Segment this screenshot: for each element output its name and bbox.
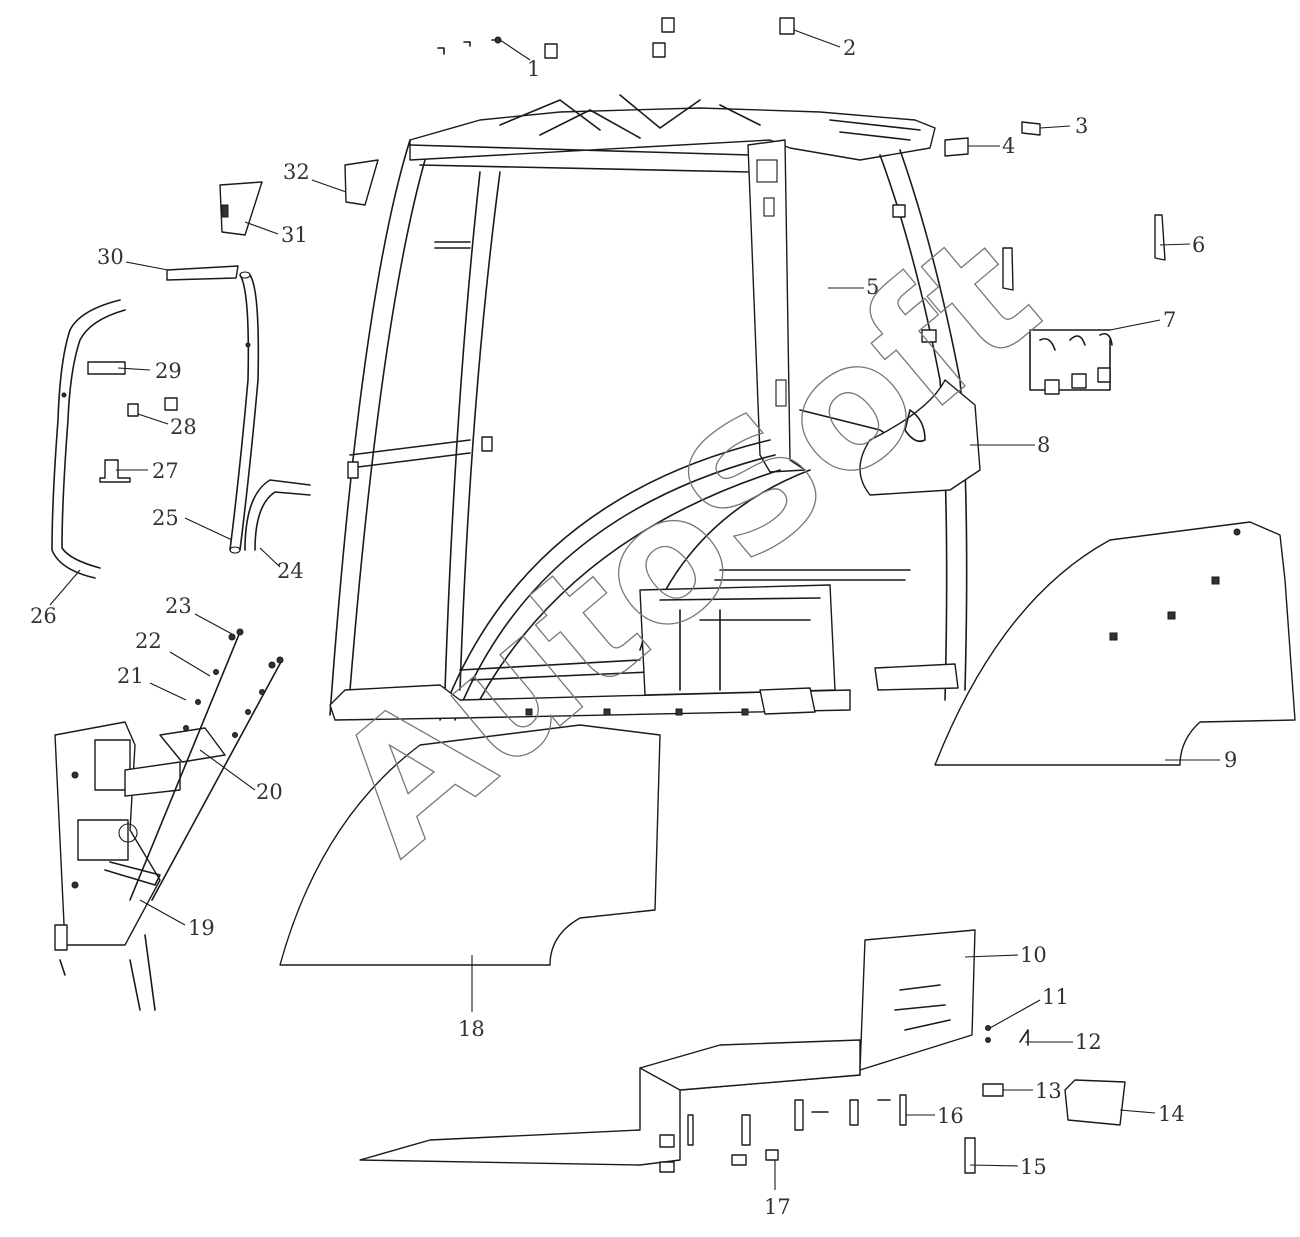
part-8-rear-fender (859, 379, 981, 496)
part-24-curved-pipe (244, 479, 311, 551)
part-9-right-glass (934, 521, 1296, 766)
bolts-21-22-23 (129, 628, 284, 901)
callout-16: 16 (937, 1104, 964, 1128)
callout-9: 9 (1224, 748, 1237, 772)
callout-3: 3 (1075, 114, 1088, 138)
callout-11: 11 (1042, 985, 1069, 1009)
leader-lines (49, 29, 1220, 1190)
callout-5: 5 (866, 275, 879, 299)
callout-12: 12 (1075, 1030, 1102, 1054)
callout-19: 19 (188, 916, 215, 940)
callout-14: 14 (1158, 1102, 1185, 1126)
callout-18: 18 (458, 1017, 485, 1041)
callout-numbers: 1 2 3 4 5 6 7 8 9 10 11 12 13 14 15 16 1… (30, 36, 1237, 1219)
small-parts-top (437, 17, 795, 59)
callout-20: 20 (256, 780, 283, 804)
callout-24: 24 (277, 559, 304, 583)
small-parts-right (944, 121, 1166, 395)
callout-31: 31 (281, 223, 308, 247)
callout-25: 25 (152, 506, 179, 530)
part-26-grab-handle (51, 299, 126, 579)
callout-29: 29 (155, 359, 182, 383)
small-parts-left (87, 159, 379, 483)
part-20-bracket-plate (124, 727, 226, 797)
callout-17: 17 (764, 1195, 791, 1219)
callout-22: 22 (135, 629, 162, 653)
callout-6: 6 (1192, 233, 1205, 257)
callout-30: 30 (97, 245, 124, 269)
part-25-strip (229, 271, 260, 554)
callout-23: 23 (165, 594, 192, 618)
watermark: AutoSoft (299, 197, 1074, 892)
callout-28: 28 (170, 415, 197, 439)
callout-8: 8 (1037, 433, 1050, 457)
callout-7: 7 (1163, 308, 1176, 332)
callout-1: 1 (527, 57, 540, 81)
callout-21: 21 (117, 664, 144, 688)
callout-27: 27 (152, 459, 179, 483)
callout-26: 26 (30, 604, 57, 628)
callout-32: 32 (283, 160, 310, 184)
part-18-door-glass (279, 724, 661, 966)
callout-2: 2 (843, 36, 856, 60)
callout-4: 4 (1002, 134, 1015, 158)
callout-15: 15 (1020, 1155, 1047, 1179)
callout-13: 13 (1035, 1079, 1062, 1103)
floor-assembly (359, 929, 1126, 1174)
callout-10: 10 (1020, 943, 1047, 967)
